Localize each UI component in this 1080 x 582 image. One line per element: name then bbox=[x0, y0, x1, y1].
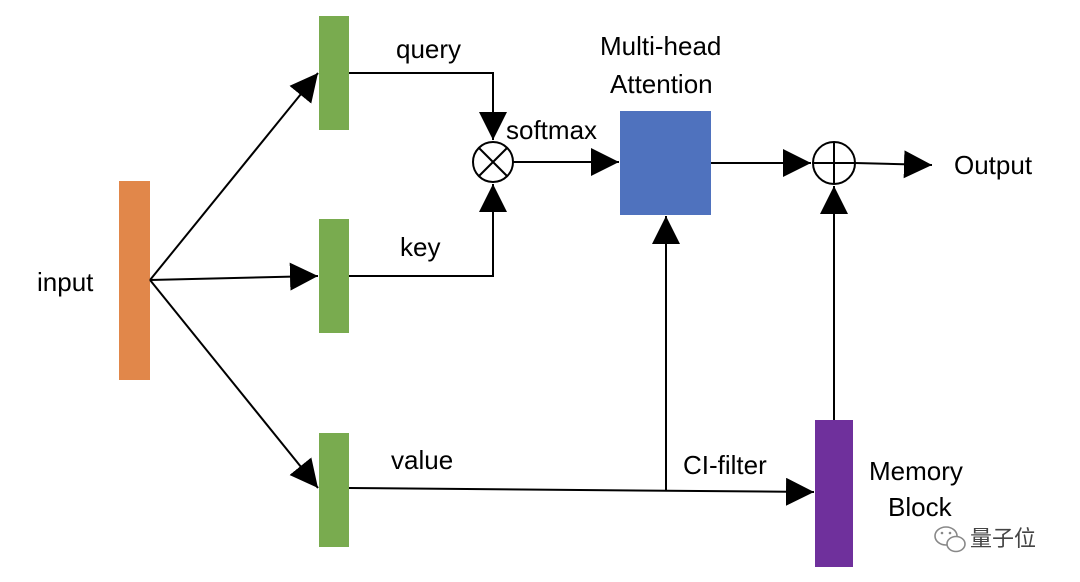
memory-label-line2: Block bbox=[888, 492, 953, 522]
memory-label-line1: Memory bbox=[869, 456, 963, 486]
input-label: input bbox=[37, 267, 94, 297]
input-to-value-arrow bbox=[149, 279, 319, 489]
query-to-multiply-arrow bbox=[349, 72, 507, 140]
value-to-memory-arrow bbox=[348, 477, 815, 506]
value-label: value bbox=[391, 445, 453, 475]
output-label: Output bbox=[954, 150, 1033, 180]
watermark: 量子位 bbox=[934, 526, 1036, 553]
multiply-operator-icon bbox=[472, 141, 514, 183]
watermark-text: 量子位 bbox=[970, 527, 1036, 552]
sum-to-output-arrow bbox=[854, 150, 933, 179]
sum-operator-icon bbox=[812, 141, 856, 185]
input-to-key-arrow bbox=[149, 262, 319, 291]
ci-filter-label: CI-filter bbox=[683, 450, 767, 480]
attention-label-line2: Attention bbox=[610, 69, 713, 99]
query-block bbox=[319, 16, 349, 130]
input-block bbox=[119, 181, 150, 380]
key-block bbox=[319, 219, 349, 333]
key-label: key bbox=[400, 232, 440, 262]
value-block bbox=[319, 433, 349, 547]
memory-block bbox=[815, 420, 853, 567]
wechat-icon bbox=[934, 526, 966, 553]
input-to-query-arrow bbox=[149, 72, 319, 281]
softmax-label: softmax bbox=[506, 115, 597, 145]
attention-label-line1: Multi-head bbox=[600, 31, 721, 61]
multi-head-attention-block bbox=[620, 111, 711, 215]
key-to-multiply-arrow bbox=[349, 184, 507, 277]
query-label: query bbox=[396, 34, 461, 64]
